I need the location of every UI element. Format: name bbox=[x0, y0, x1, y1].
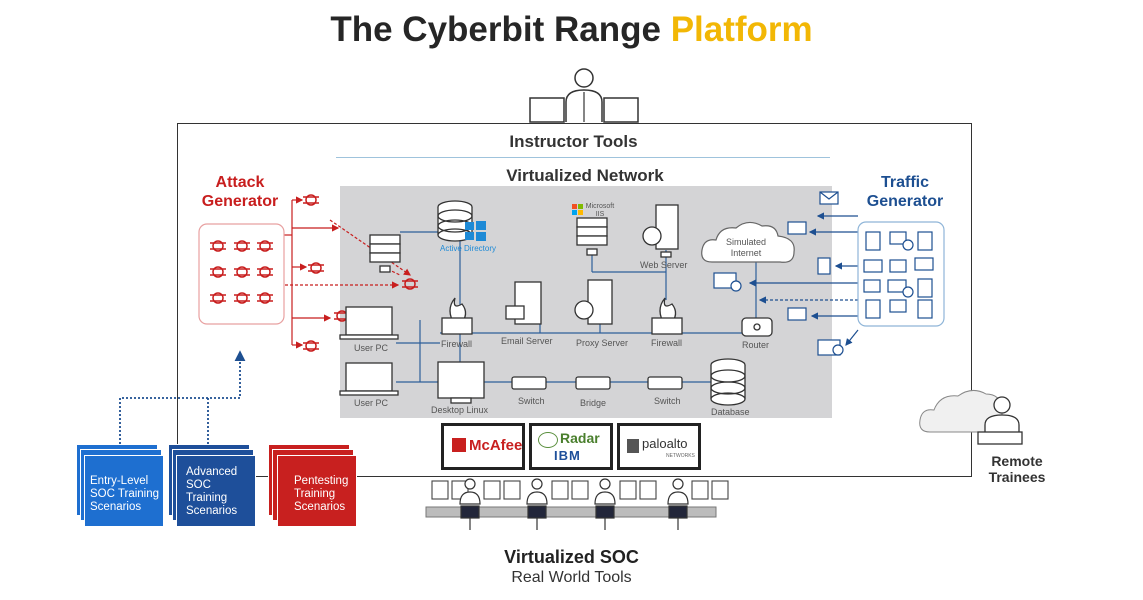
email-server-label: Email Server bbox=[501, 336, 553, 346]
desktop-linux-label: Desktop Linux bbox=[431, 405, 489, 415]
entry-level-line3: Scenarios bbox=[90, 501, 142, 513]
simulated-internet-label: Simulated Internet bbox=[725, 237, 767, 258]
remote-trainees-label: Remote Trainees bbox=[972, 453, 1062, 485]
mcafee-label: McAfee bbox=[469, 437, 523, 454]
instructor-icon bbox=[529, 68, 639, 123]
mcafee-panel: McAfee bbox=[441, 423, 525, 470]
switch-2-label: Switch bbox=[654, 396, 681, 406]
web-server-label: Web Server bbox=[640, 260, 688, 270]
attack-generator-line1: Attack bbox=[215, 174, 265, 191]
paloalto-panel: paloalto NETWORKS bbox=[617, 423, 701, 470]
instructor-tools-label: Instructor Tools bbox=[509, 132, 638, 151]
mcafee-shield-icon bbox=[452, 438, 466, 452]
advanced-soc-scenarios-card[interactable]: Advanced SOC Training Scenarios bbox=[176, 455, 256, 527]
virtualized-network-title: Virtualized Network bbox=[506, 166, 664, 185]
traffic-generator-line2: Generator bbox=[866, 193, 944, 210]
database-label: Database bbox=[711, 407, 750, 417]
entry-level-line2: SOC Training bbox=[90, 488, 160, 500]
entry-level-scenarios-card[interactable]: Entry-Level SOC Training Scenarios bbox=[84, 455, 164, 527]
title-accent: Platform bbox=[670, 10, 813, 49]
microsoft-iis-label: Microsoft IIS bbox=[585, 203, 615, 218]
pentesting-line1: Pentesting bbox=[294, 475, 349, 487]
advanced-line3: Training bbox=[186, 492, 228, 504]
instructor-divider bbox=[336, 157, 830, 158]
page-title: The Cyberbit Range Platform bbox=[0, 10, 1143, 50]
user-pc-1-label: User PC bbox=[354, 343, 389, 353]
virtualized-soc-subtitle: Real World Tools bbox=[511, 569, 632, 586]
remote-trainees-line2: Trainees bbox=[988, 469, 1046, 485]
radar-icon bbox=[538, 432, 558, 448]
switch-1-label: Switch bbox=[518, 396, 545, 406]
proxy-server-label: Proxy Server bbox=[576, 338, 629, 348]
router-label: Router bbox=[742, 340, 770, 350]
paloalto-label: paloalto bbox=[642, 436, 688, 451]
attack-generator-line2: Generator bbox=[201, 193, 279, 210]
ibm-label: IBM bbox=[554, 448, 581, 463]
active-directory-label: Active Directory bbox=[440, 244, 497, 253]
traffic-generator-title: Traffic Generator bbox=[855, 173, 955, 211]
firewall-2-label: Firewall bbox=[651, 338, 683, 348]
paloalto-sub-label: NETWORKS bbox=[666, 453, 695, 459]
pentesting-line2: Training bbox=[294, 488, 336, 500]
radar-label: Radar bbox=[560, 430, 600, 446]
paloalto-logo-icon bbox=[627, 439, 639, 453]
attack-generator-title: Attack Generator bbox=[190, 173, 290, 211]
remote-trainees-line1: Remote bbox=[991, 453, 1043, 469]
firewall-1-label: Firewall bbox=[441, 339, 473, 349]
title-main: The Cyberbit Range bbox=[330, 10, 661, 49]
advanced-line2: SOC bbox=[186, 479, 211, 491]
advanced-line4: Scenarios bbox=[186, 505, 238, 517]
pentesting-line3: Scenarios bbox=[294, 501, 346, 513]
pentesting-scenarios-card[interactable]: Pentesting Training Scenarios bbox=[277, 455, 357, 527]
bridge-label: Bridge bbox=[580, 398, 607, 408]
radar-panel: Radar IBM bbox=[529, 423, 613, 470]
traffic-generator-line1: Traffic bbox=[880, 174, 929, 191]
advanced-line1: Advanced bbox=[186, 466, 238, 478]
user-pc-2-label: User PC bbox=[354, 398, 389, 408]
virtualized-soc-title: Virtualized SOC bbox=[504, 547, 639, 567]
entry-level-line1: Entry-Level bbox=[90, 475, 149, 487]
